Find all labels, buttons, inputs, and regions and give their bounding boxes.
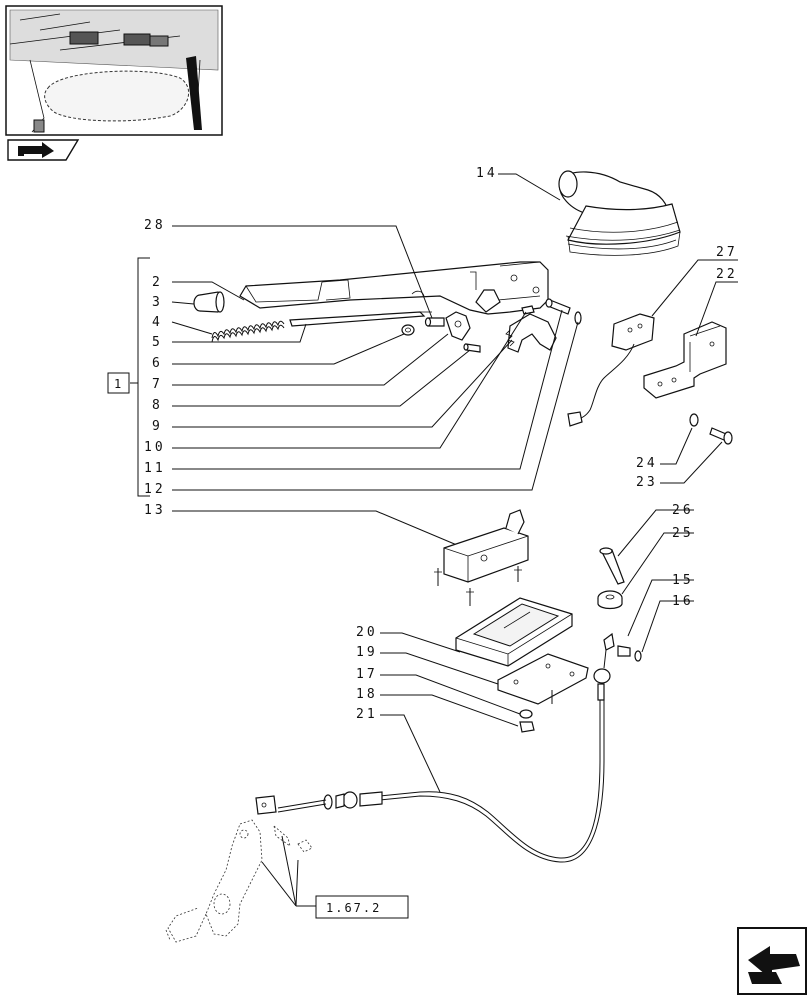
part-5-release-rod xyxy=(289,311,432,327)
part-16-clip xyxy=(634,650,642,662)
callouts-right-low: 26 25 15 16 xyxy=(617,503,694,653)
part-22-bracket xyxy=(643,321,727,399)
next-page-arrow-icon[interactable] xyxy=(737,927,807,995)
callout-8: 8 xyxy=(152,398,163,413)
part-11-pin xyxy=(545,298,571,315)
callout-22: 22 xyxy=(716,267,738,282)
callout-27: 27 xyxy=(716,245,738,260)
part-14-gaiter xyxy=(558,170,681,256)
callouts-right-mid: 24 23 xyxy=(636,427,723,490)
part-20-cover xyxy=(455,597,573,667)
callout-7: 7 xyxy=(152,377,163,392)
part-7-pawl xyxy=(445,311,471,341)
callout-19: 19 xyxy=(356,645,378,660)
part-10-pin xyxy=(521,305,535,315)
callout-21: 21 xyxy=(356,707,378,722)
cross-ref-label: 1.67.2 xyxy=(326,901,381,915)
part-26-screw xyxy=(599,547,625,585)
callouts-bottom-left: 20 19 17 18 21 xyxy=(356,625,521,793)
callout-13: 13 xyxy=(144,503,166,518)
part-2-handbrake-lever xyxy=(239,261,549,315)
part-18-nut xyxy=(519,721,535,733)
callout-5: 5 xyxy=(152,335,163,350)
callout-3: 3 xyxy=(152,295,163,310)
part-23-screw xyxy=(709,427,733,445)
book-arrow-icon[interactable] xyxy=(7,139,80,161)
part-28-pin xyxy=(424,317,445,327)
callout-28: 28 xyxy=(144,218,166,233)
callout-2: 2 xyxy=(152,275,163,290)
callout-9: 9 xyxy=(152,419,163,434)
callout-6: 6 xyxy=(152,356,163,371)
part-25-bushing xyxy=(597,590,623,610)
part-19-plate xyxy=(497,653,589,705)
callout-18: 18 xyxy=(356,687,378,702)
part-6-washer xyxy=(401,324,415,336)
assembly-bracket: 1 xyxy=(107,257,150,497)
callout-11: 11 xyxy=(144,461,166,476)
callouts-left: 2 3 4 5 6 7 8 9 10 11 12 13 28 14 xyxy=(144,166,498,518)
part-24-washer xyxy=(689,413,699,427)
cross-reference[interactable]: 1.67.2 xyxy=(261,835,409,919)
callout-10: 10 xyxy=(144,440,166,455)
part-17-washer xyxy=(519,709,533,719)
callout-23: 23 xyxy=(636,475,658,490)
callout-17: 17 xyxy=(356,667,378,682)
part-13-mounting-bracket xyxy=(434,509,529,606)
callout-4: 4 xyxy=(152,315,163,330)
part-4-spring xyxy=(211,320,285,343)
part-12-circlip xyxy=(574,311,582,325)
part-21-cable xyxy=(255,632,615,863)
callout-20: 20 xyxy=(356,625,378,640)
pedal-reference xyxy=(165,819,313,943)
part-15-pin xyxy=(617,645,631,657)
part-27-switch xyxy=(567,313,655,427)
callouts-right-top: 27 22 xyxy=(651,245,738,337)
part-8-pin xyxy=(463,343,481,353)
assembly-ref: 1 xyxy=(114,377,123,391)
part-9-ratchet-sector xyxy=(505,313,557,353)
callout-12: 12 xyxy=(144,482,166,497)
callout-14: 14 xyxy=(476,166,498,181)
leader-lines-left xyxy=(171,173,579,549)
callout-24: 24 xyxy=(636,456,658,471)
location-thumbnail[interactable] xyxy=(5,5,223,136)
part-3-release-button xyxy=(193,291,225,313)
